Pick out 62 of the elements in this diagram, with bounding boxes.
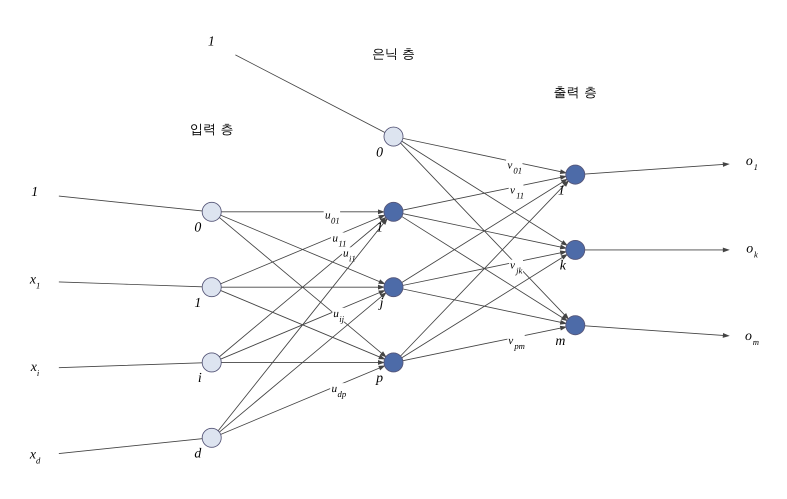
label: 은닉 층 (372, 47, 416, 62)
edge-label: u$_{dp}$ (331, 383, 346, 400)
arrow (401, 216, 568, 322)
node-label: k (560, 258, 566, 273)
node-label: d (194, 446, 202, 461)
arrow (402, 213, 568, 250)
edge-label: v$_{11}$ (510, 184, 524, 200)
node-circle (202, 428, 222, 448)
node-text: x$_{d}$ (30, 446, 40, 466)
node-circle (202, 202, 222, 222)
node-label: 1 (194, 294, 202, 310)
node-text: 1 (208, 33, 215, 48)
arrow (401, 254, 568, 358)
arrow (402, 250, 568, 286)
connector (58, 196, 202, 212)
arrow (402, 326, 568, 362)
node-label: j (380, 294, 384, 310)
node-circle (565, 240, 586, 260)
node-label: 0 (194, 220, 202, 235)
edge-label: v$_{pm}$ (508, 335, 525, 351)
arrow (218, 292, 387, 432)
node-circle (565, 315, 586, 336)
arrow (584, 325, 730, 338)
edge-label: u$_{ij}$ (333, 308, 344, 324)
node-label: i (198, 370, 202, 386)
edge-label: v$_{jk}$ (510, 260, 522, 276)
edge-label: u$_{01}$ (324, 209, 340, 226)
arrow (584, 248, 730, 252)
label: 입력 층 (190, 122, 234, 138)
edge-label: u$_{11}$ (332, 232, 346, 249)
edge-label: v$_{01}$ (507, 160, 522, 176)
node-label: m (555, 332, 566, 348)
node-circle (202, 277, 222, 298)
arrow (220, 209, 385, 214)
node-text: x$_{i}$ (30, 358, 40, 378)
arrow (401, 178, 568, 283)
node-text: o$_{1}$ (746, 152, 758, 172)
arrow (584, 162, 730, 174)
arrow (220, 360, 385, 365)
arrow (220, 365, 386, 435)
label: 출력 층 (554, 85, 597, 100)
connector (58, 281, 202, 288)
arrow (402, 175, 568, 210)
arrow (402, 288, 568, 325)
node-text: o$_{m}$ (744, 328, 759, 347)
node-text: 1 (31, 184, 38, 200)
node-label: p (376, 370, 384, 386)
node-text: x$_{1}$ (30, 272, 40, 291)
connector (234, 54, 386, 133)
node-circle (384, 277, 404, 298)
edge-label: u$_{i1}$ (342, 247, 356, 264)
node-circle (384, 126, 404, 146)
connector (58, 438, 202, 454)
arrow (401, 140, 568, 246)
arrow (220, 284, 385, 290)
node-circle (384, 352, 404, 372)
node-label: 0 (376, 144, 384, 160)
node-circle (565, 164, 586, 185)
connector (58, 362, 202, 368)
node-circle (384, 202, 404, 222)
node-text: o$_{k}$ (746, 240, 758, 260)
node-circle (202, 352, 222, 372)
